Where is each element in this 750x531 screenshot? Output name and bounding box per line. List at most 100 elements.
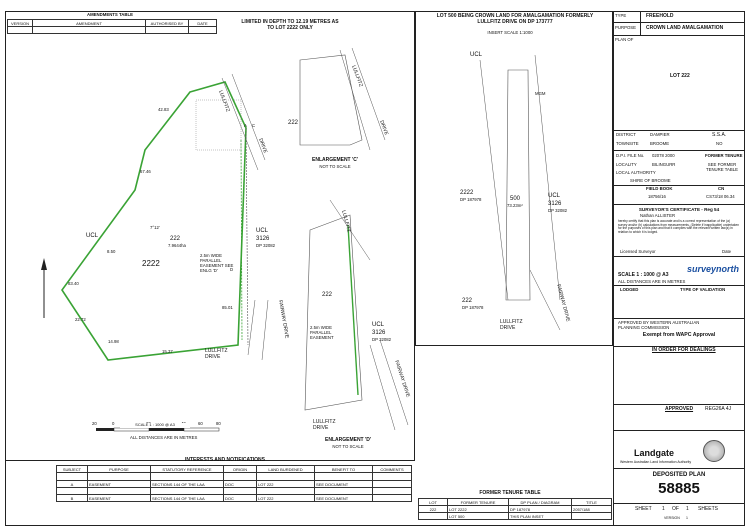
interests-cell: DOC xyxy=(223,494,257,502)
main-length-9: 85.01 xyxy=(222,305,233,310)
former-tenure-table: LOT FORMER TENURE DP PLAN / DIAGRAM TITL… xyxy=(418,498,612,520)
table-row: 222 LOT 2222 DP 187978 2057/188 xyxy=(418,505,612,513)
interests-title: INTERESTS AND NOTIFICATIONS xyxy=(185,457,265,463)
interests-cell: EASEMENT xyxy=(87,480,151,488)
survey-north-logo: surveynorth xyxy=(687,264,740,274)
interests-header-land: LAND BURDENED xyxy=(256,465,315,473)
inset-frame xyxy=(415,11,613,346)
local-authority-value: SHIRE OF BROOME xyxy=(630,178,671,183)
purpose-label: PURPOSE xyxy=(615,25,637,30)
amendments-table: VERSION AMENDMENT AUTHORISED BY DATE xyxy=(7,19,217,34)
main-length-4: 8.50 xyxy=(107,249,116,254)
type-label: TYPE xyxy=(615,13,627,18)
of-label: OF xyxy=(672,506,679,512)
former-tenure-value: SEE FORMER TENURE TABLE xyxy=(705,162,739,172)
landgate-sub: Western Australian Land Information Auth… xyxy=(620,460,692,464)
licensed-surveyor: Licensed Surveyor xyxy=(620,249,656,254)
interests-header-benefit: BENEFIT TO xyxy=(314,465,373,473)
landgate-seal-icon xyxy=(703,440,725,462)
townsite-label: TOWNSITE xyxy=(616,141,639,146)
plan-lot: LOT 222 xyxy=(670,73,690,79)
scale-bar-white-1 xyxy=(113,427,150,432)
interests-cell: EASEMENT xyxy=(87,494,151,502)
former-tenure-cell xyxy=(418,512,448,520)
former-tenure-cell: THIS PLAN INSET xyxy=(508,512,572,520)
former-tenure-label: FORMER TENURE xyxy=(705,153,743,158)
deposited-plan-label: DEPOSITED PLAN xyxy=(652,472,706,478)
interests-cell: SECTIONS 144 OF THE LAA xyxy=(150,494,224,502)
enlargement-d-title: ENLARGEMENT 'D' xyxy=(325,437,371,443)
inset-road: LULLFITZ DRIVE xyxy=(500,319,523,331)
main-length-3: 7°12' xyxy=(150,225,160,230)
sheets-total: 1 xyxy=(686,506,689,512)
scale-tick-1: 0 xyxy=(112,421,115,426)
interests-cell: LOT 222 xyxy=(256,494,315,502)
main-lot-222-area: 7.9644ha xyxy=(168,243,186,248)
approved-by: APPROVED BY WESTERN AUSTRALIAN PLANNING … xyxy=(618,320,700,330)
field-book-value: 18756/16 xyxy=(648,194,666,199)
enlargement-d-lot: 222 xyxy=(322,292,333,298)
interests-cell: SEE DOCUMENT xyxy=(314,480,373,488)
interests-cell: B xyxy=(56,494,88,502)
interests-cell: SEE DOCUMENT xyxy=(314,494,373,502)
interests-table: SUBJECT PURPOSE STATUTORY REFERENCE ORIG… xyxy=(56,465,412,502)
enlargement-c-note: NOT TO SCALE xyxy=(319,164,351,169)
main-ref-a: A xyxy=(244,123,247,128)
inset-scale: INSERT SCALE 1:1000 xyxy=(487,30,533,35)
scale-bar-white-2 xyxy=(183,427,220,432)
main-length-2: 67.46 xyxy=(140,169,151,174)
plan-of-label: PLAN OF xyxy=(615,37,634,42)
reg-no: REG26A 4J xyxy=(705,406,732,412)
scale-bar-note: ALL DISTANCES ARE IN METRES xyxy=(130,435,198,440)
local-authority-label: LOCAL AUTHORITY xyxy=(616,170,656,175)
inset-fairway xyxy=(529,269,561,331)
road-fairway xyxy=(247,299,256,356)
former-tenure-header-title: TITLE xyxy=(571,498,612,506)
former-tenure-header-tenure: FORMER TENURE xyxy=(447,498,509,506)
inset-mgm: MGM xyxy=(535,91,546,96)
surveyor-name: Nathan ALLISTER xyxy=(640,213,676,218)
purpose-value: CROWN LAND AMALGAMATION xyxy=(646,25,724,31)
enlargement-d-ucl-3126: 3126 xyxy=(372,330,386,336)
plan-number: 58885 xyxy=(658,480,700,497)
surveyor-cert-title: SURVEYOR'S CERTIFICATE - Reg 54 xyxy=(638,207,720,212)
field-book-label: FIELD BOOK xyxy=(646,186,673,191)
inset-road-2 xyxy=(534,54,561,301)
approved-label: APPROVED xyxy=(665,406,694,412)
sheet-label: SHEET xyxy=(635,506,652,512)
former-tenure-cell xyxy=(571,512,612,520)
dpi-label: D.P.I. FILE No. xyxy=(616,153,645,158)
scale-bar-black-2 xyxy=(149,428,184,431)
enlargement-c-road-2 xyxy=(351,47,386,141)
main-ucl: UCL xyxy=(86,233,99,239)
title-scale: SCALE 1 : 1000 @ A3 xyxy=(618,272,669,278)
inset-lot-222: 222 xyxy=(462,298,473,304)
townsite-value: BROOME xyxy=(650,141,670,146)
interests-header-subject: SUBJECT xyxy=(56,465,88,473)
interests-header-origin: ORIGIN xyxy=(223,465,257,473)
interests-header-statutory: STATUTORY REFERENCE xyxy=(150,465,224,473)
enlargement-d-ucl-dp: DP 32082 xyxy=(372,337,392,342)
scale-bar-label: SCALE 1 : 1000 @ A3 xyxy=(120,422,190,428)
ssa-label: S.S.A. xyxy=(712,132,727,138)
surveyor-date-label: Date xyxy=(722,249,732,254)
main-length-6: 22.72 xyxy=(75,317,86,322)
main-ucl-3126-no: 3126 xyxy=(256,236,270,242)
main-road-lullfitz-drive: LULLFITZ DRIVE xyxy=(205,348,228,360)
type-validation-label: TYPE OF VALIDATION xyxy=(680,287,726,292)
enlargement-d-road: LULLFITZ DRIVE xyxy=(313,419,336,431)
main-ucl-3126: UCL xyxy=(256,228,269,234)
former-tenure-header-dp: DP PLAN / DIAGRAM xyxy=(508,498,572,506)
interests-cell: DOC xyxy=(223,480,257,488)
enlargement-d-road xyxy=(329,199,371,261)
wapc-exempt: Exempt from WAPC Approval xyxy=(642,332,716,338)
scale-tick-5: 80 xyxy=(216,421,221,426)
enlargement-d-ucl: UCL xyxy=(372,322,385,328)
former-tenure-cell: LOT 2222 xyxy=(447,505,509,513)
ucl-boundary xyxy=(245,127,249,346)
sheet-no: 1 xyxy=(662,506,665,512)
enlargement-d-easement: 2.5m WIDE PARALLEL EASEMENT xyxy=(310,325,334,340)
locality-label: LOCALITY xyxy=(616,162,637,167)
former-tenure-cell: 222 xyxy=(418,505,448,513)
